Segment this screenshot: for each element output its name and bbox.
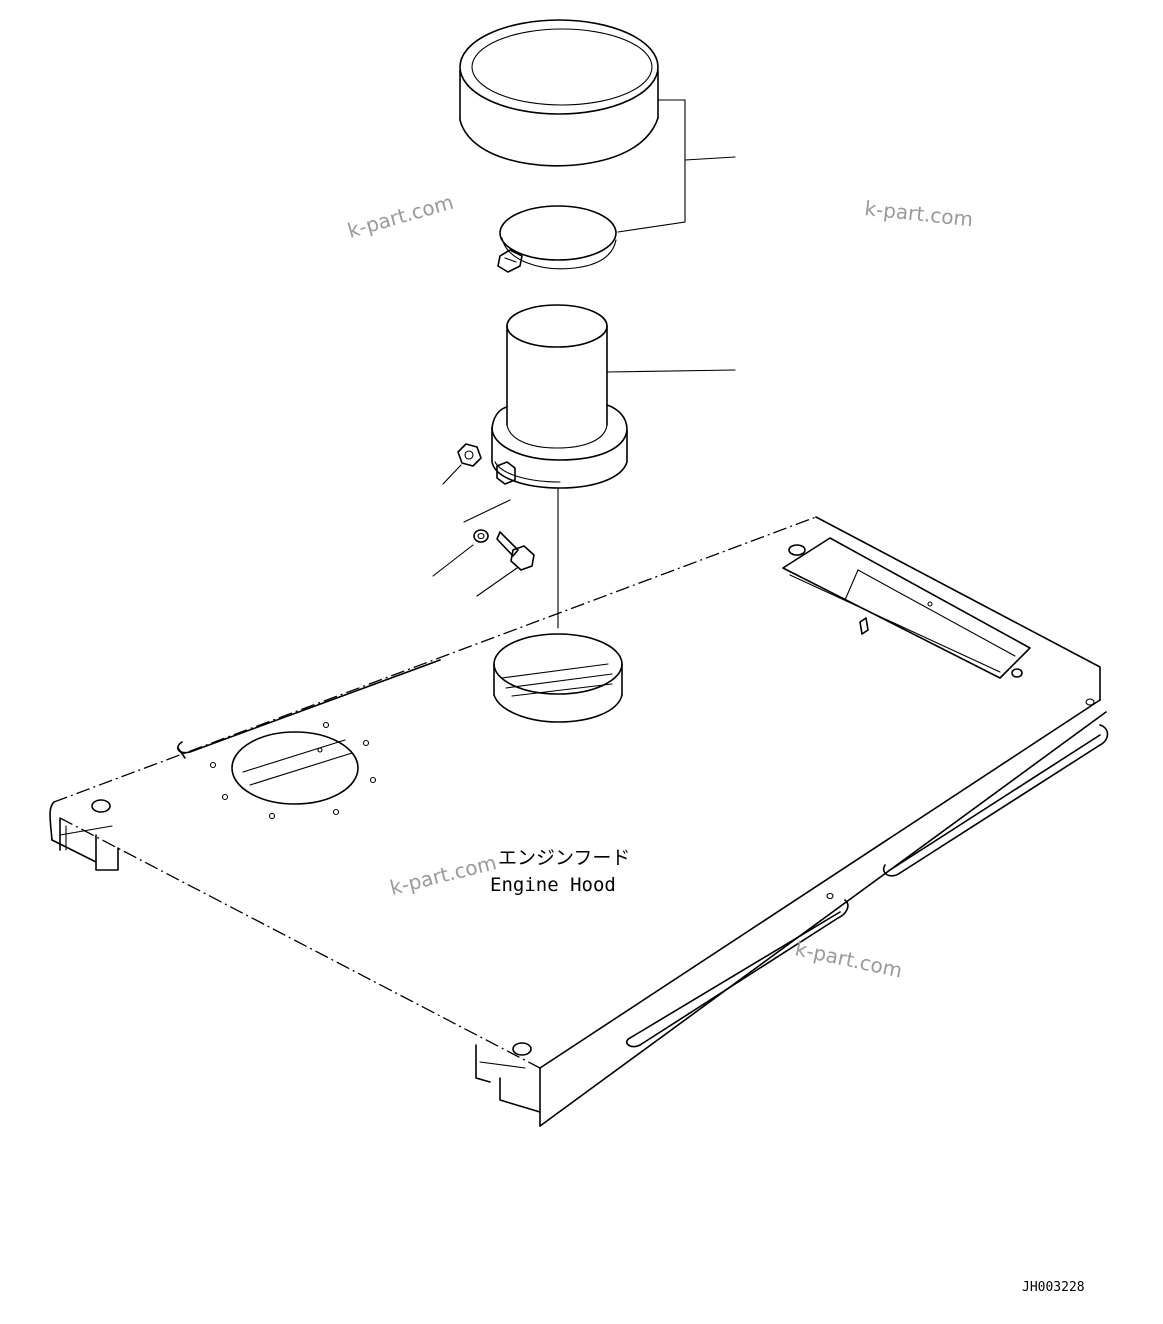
leader-bracket-cap [617,99,736,233]
drawing-code: JH003228 [1022,1280,1085,1295]
watermark: k-part.com [345,190,456,243]
flange-opening [209,721,377,820]
bolt [476,531,535,597]
exhaust-pipe [491,304,736,489]
hood-slot-opening [782,537,1031,679]
engine-hood [49,516,1109,1127]
engine-hood-label-en: Engine Hood [490,874,616,896]
engine-hood-label-jp: エンジンフード [498,847,630,869]
nut [442,443,482,485]
watermark: k-part.com [387,850,498,900]
clamp-band [497,205,617,273]
exhaust-cap [459,19,659,167]
watermark: k-part.com [863,196,974,231]
watermark: k-part.com [793,936,905,982]
exhaust-port [493,633,623,723]
washer [432,499,511,577]
